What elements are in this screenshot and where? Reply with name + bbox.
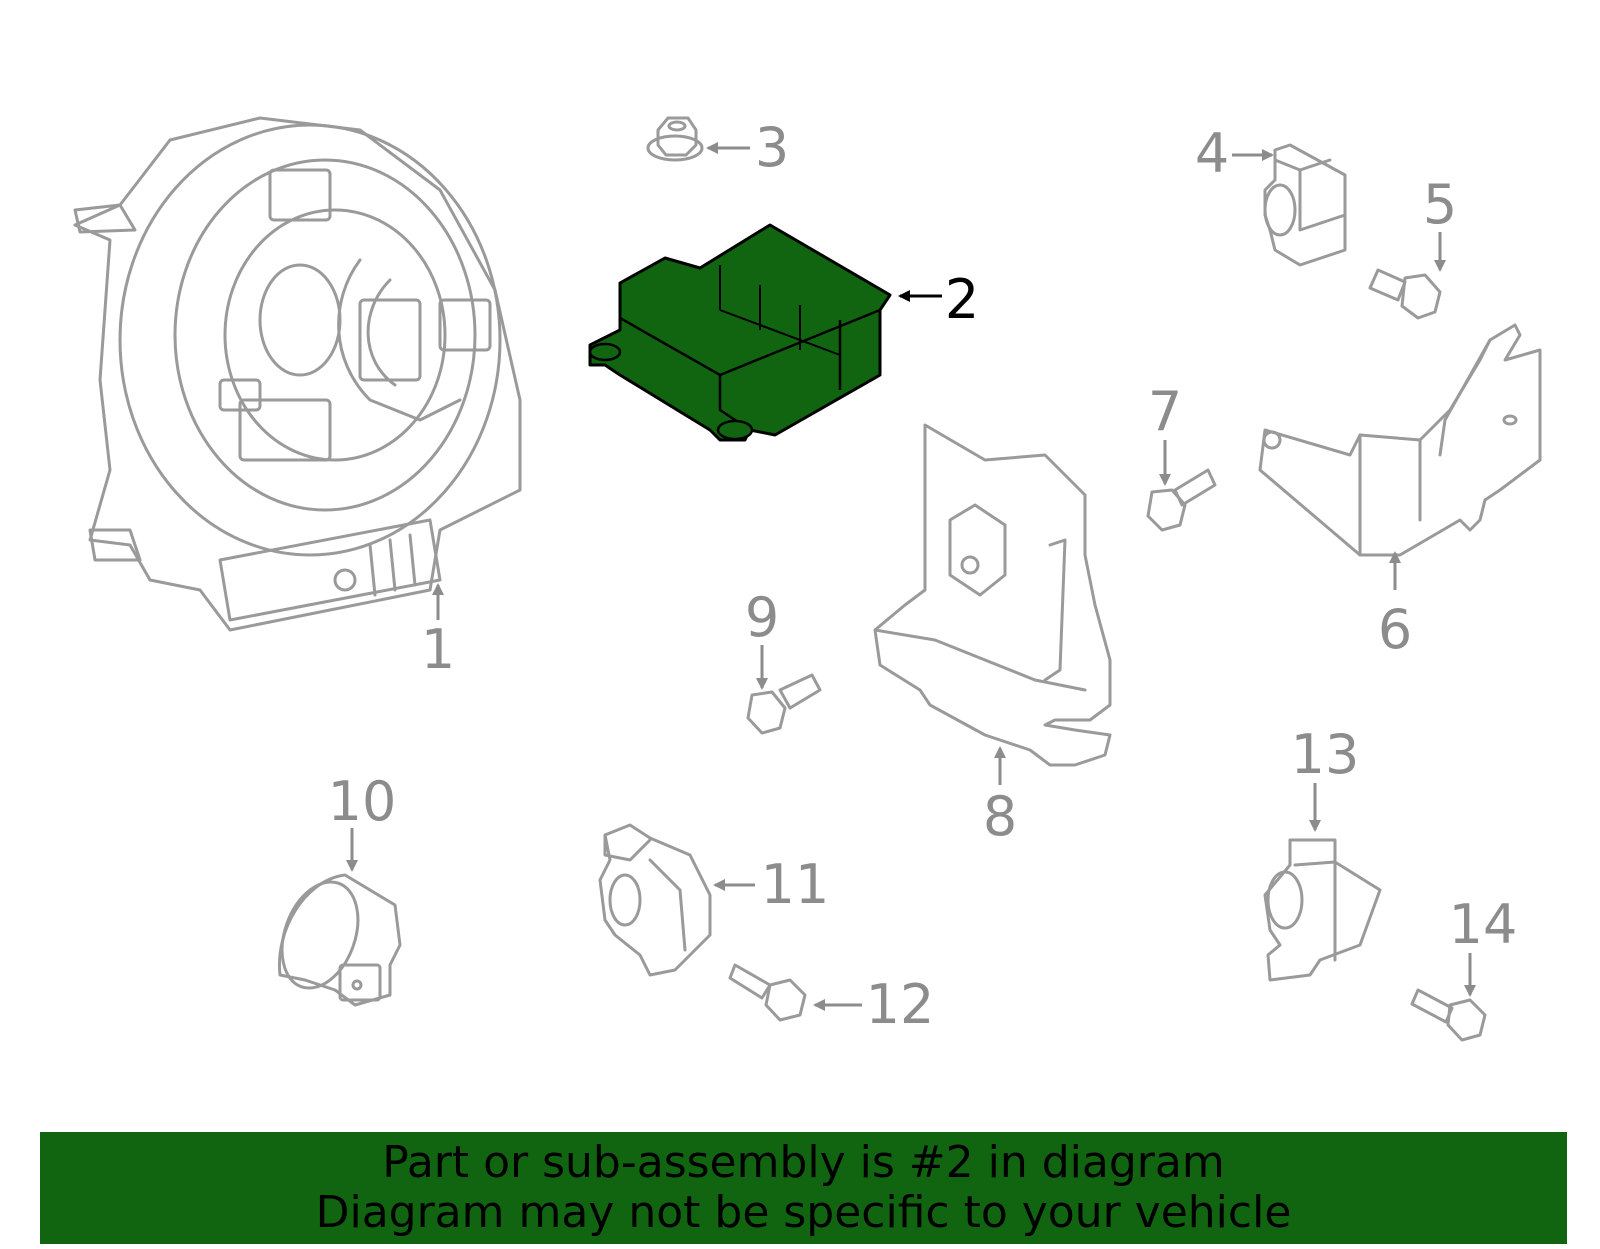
part-9-bolt xyxy=(746,673,822,735)
part-1-clock-spring xyxy=(73,116,522,632)
callout-13: 13 xyxy=(1291,723,1360,786)
part-6-bracket xyxy=(1258,323,1542,557)
banner-line-2: Diagram may not be specific to your vehi… xyxy=(315,1187,1292,1238)
callout-7: 7 xyxy=(1148,380,1182,443)
callout-8: 8 xyxy=(983,785,1017,848)
callout-12: 12 xyxy=(866,973,935,1036)
part-12-bolt xyxy=(728,963,807,1022)
part-7-bolt xyxy=(1146,468,1217,532)
part-8-bracket xyxy=(873,423,1112,767)
callout-1: 1 xyxy=(421,618,455,681)
part-14-bolt xyxy=(1410,988,1487,1042)
callout-9: 9 xyxy=(745,586,779,649)
callout-10: 10 xyxy=(328,770,397,833)
part-3-nut xyxy=(646,116,704,162)
callout-5: 5 xyxy=(1423,173,1457,236)
callout-11: 11 xyxy=(761,853,830,916)
leader-arrows xyxy=(346,142,1476,1011)
part-5-bolt xyxy=(1368,268,1442,320)
banner-line-1: Part or sub-assembly is #2 in diagram xyxy=(382,1137,1225,1188)
part-10-sensor xyxy=(277,873,402,1007)
callout-6: 6 xyxy=(1378,598,1412,661)
part-13-sensor xyxy=(1263,838,1382,982)
part-2-module-highlighted xyxy=(588,223,892,442)
callout-4: 4 xyxy=(1195,122,1229,185)
part-11-sensor xyxy=(598,823,712,977)
part-4-sensor xyxy=(1263,143,1347,267)
info-banner: Part or sub-assembly is #2 in diagram Di… xyxy=(40,1132,1567,1244)
callout-2: 2 xyxy=(945,268,979,331)
callout-3: 3 xyxy=(755,116,789,179)
callout-14: 14 xyxy=(1449,893,1518,956)
